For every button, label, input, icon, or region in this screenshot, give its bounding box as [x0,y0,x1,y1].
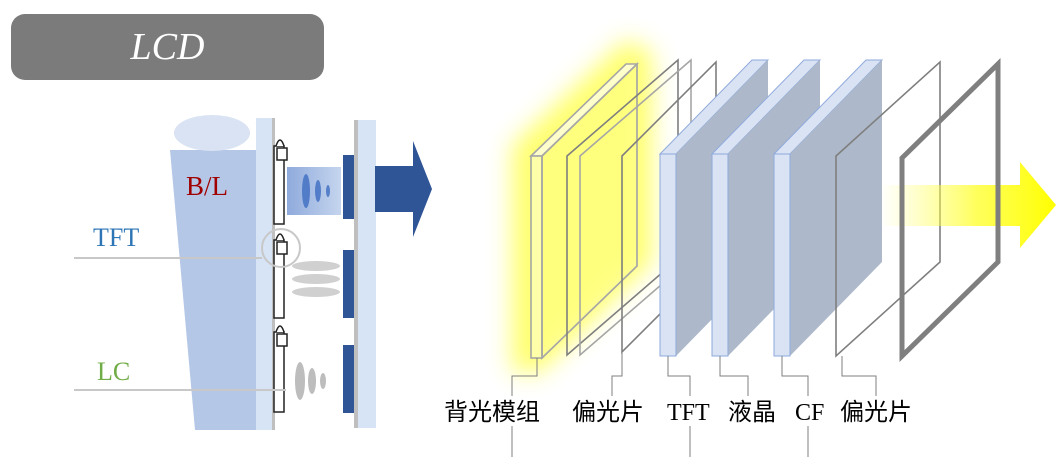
backlight-lamp [174,115,250,151]
layer-label-tft: TFT [667,400,710,426]
tft-label: TFT [93,223,139,252]
cf-glass-substrate [358,120,376,428]
layer-label-polarizer-2: 偏光片 [840,399,912,426]
output-arrow-yellow [880,162,1056,248]
lc-label: LC [97,357,130,386]
layer-leader-lines [511,352,877,457]
output-arrow-blue [375,141,432,237]
backlight-body [170,150,258,430]
lc-molecules-vertical [295,362,326,400]
title-text: LCD [130,26,205,68]
title-banner: LCD [11,14,324,80]
layer-label-backlight-module: 背光模组 [444,399,540,426]
layer-polarizer-2 [835,60,941,358]
left-cross-section: B/L TFT LC [74,115,432,430]
tft-highlight-circle [261,228,301,268]
light-cell-1 [287,167,341,215]
color-filter-blocks [343,155,355,413]
layer-label-liquid-crystal: 液晶 [728,399,776,426]
layer-label-polarizer-1: 偏光片 [572,399,644,426]
layer-output-frame [899,58,1001,362]
backlight-label: B/L [186,171,228,201]
layer-backlight-module [529,62,639,360]
layer-label-cf: CF [795,400,824,426]
tft-switches [273,139,288,413]
lc-molecules-horizontal [292,261,340,297]
tft-glass-substrate [256,118,274,430]
right-exploded-stack: 背光模组 偏光片 TFT 液晶 CF 偏光片 [444,40,1056,457]
